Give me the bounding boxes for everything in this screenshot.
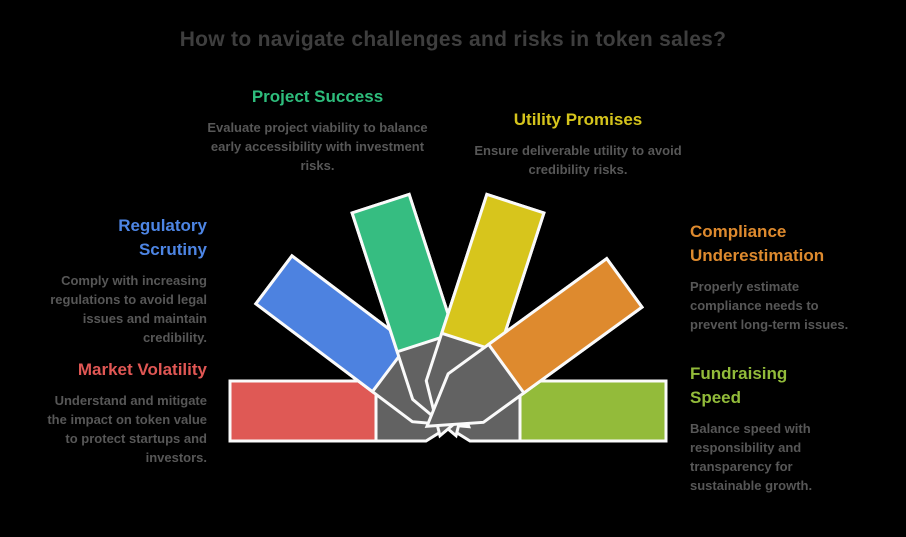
fan-blade-color bbox=[439, 192, 546, 354]
fan-blade-compliance-underestimation bbox=[424, 256, 645, 428]
section-heading: Fundraising Speed bbox=[690, 364, 788, 407]
fan-blade-color bbox=[228, 379, 378, 443]
section-description: Ensure deliverable utility to avoid cred… bbox=[474, 143, 682, 177]
section-description: Properly estimate compliance needs to pr… bbox=[690, 279, 849, 332]
section-market-volatility: Market Volatility Understand and mitigat… bbox=[35, 358, 207, 467]
section-heading: Regulatory Scrutiny bbox=[118, 216, 207, 259]
section-heading: Utility Promises bbox=[513, 110, 643, 129]
fan-blade-color bbox=[486, 256, 645, 396]
fan-blade-color bbox=[350, 192, 457, 354]
section-description: Comply with increasing regulations to av… bbox=[50, 273, 207, 345]
fan-blade-market-volatility bbox=[228, 379, 477, 443]
section-description: Understand and mitigate the impact on to… bbox=[47, 393, 207, 465]
section-project-success: Project Success Evaluate project viabili… bbox=[205, 85, 430, 175]
fan-pivot bbox=[228, 192, 668, 443]
page-title: How to navigate challenges and risks in … bbox=[179, 28, 727, 51]
section-fundraising-speed: Fundraising Speed Balance speed with res… bbox=[690, 362, 835, 495]
fan-blade-color bbox=[253, 253, 411, 394]
section-heading: Market Volatility bbox=[77, 360, 207, 379]
section-description: Balance speed with responsibility and tr… bbox=[690, 421, 813, 493]
section-heading: Project Success bbox=[251, 87, 384, 106]
section-regulatory-scrutiny: Regulatory Scrutiny Comply with increasi… bbox=[32, 214, 207, 347]
section-compliance-underestimation: Compliance Underestimation Properly esti… bbox=[690, 220, 865, 334]
section-heading: Compliance Underestimation bbox=[690, 222, 825, 265]
fan-blade-color bbox=[518, 379, 668, 443]
section-utility-promises: Utility Promises Ensure deliverable util… bbox=[473, 108, 683, 179]
section-description: Evaluate project viability to balance ea… bbox=[207, 120, 428, 173]
